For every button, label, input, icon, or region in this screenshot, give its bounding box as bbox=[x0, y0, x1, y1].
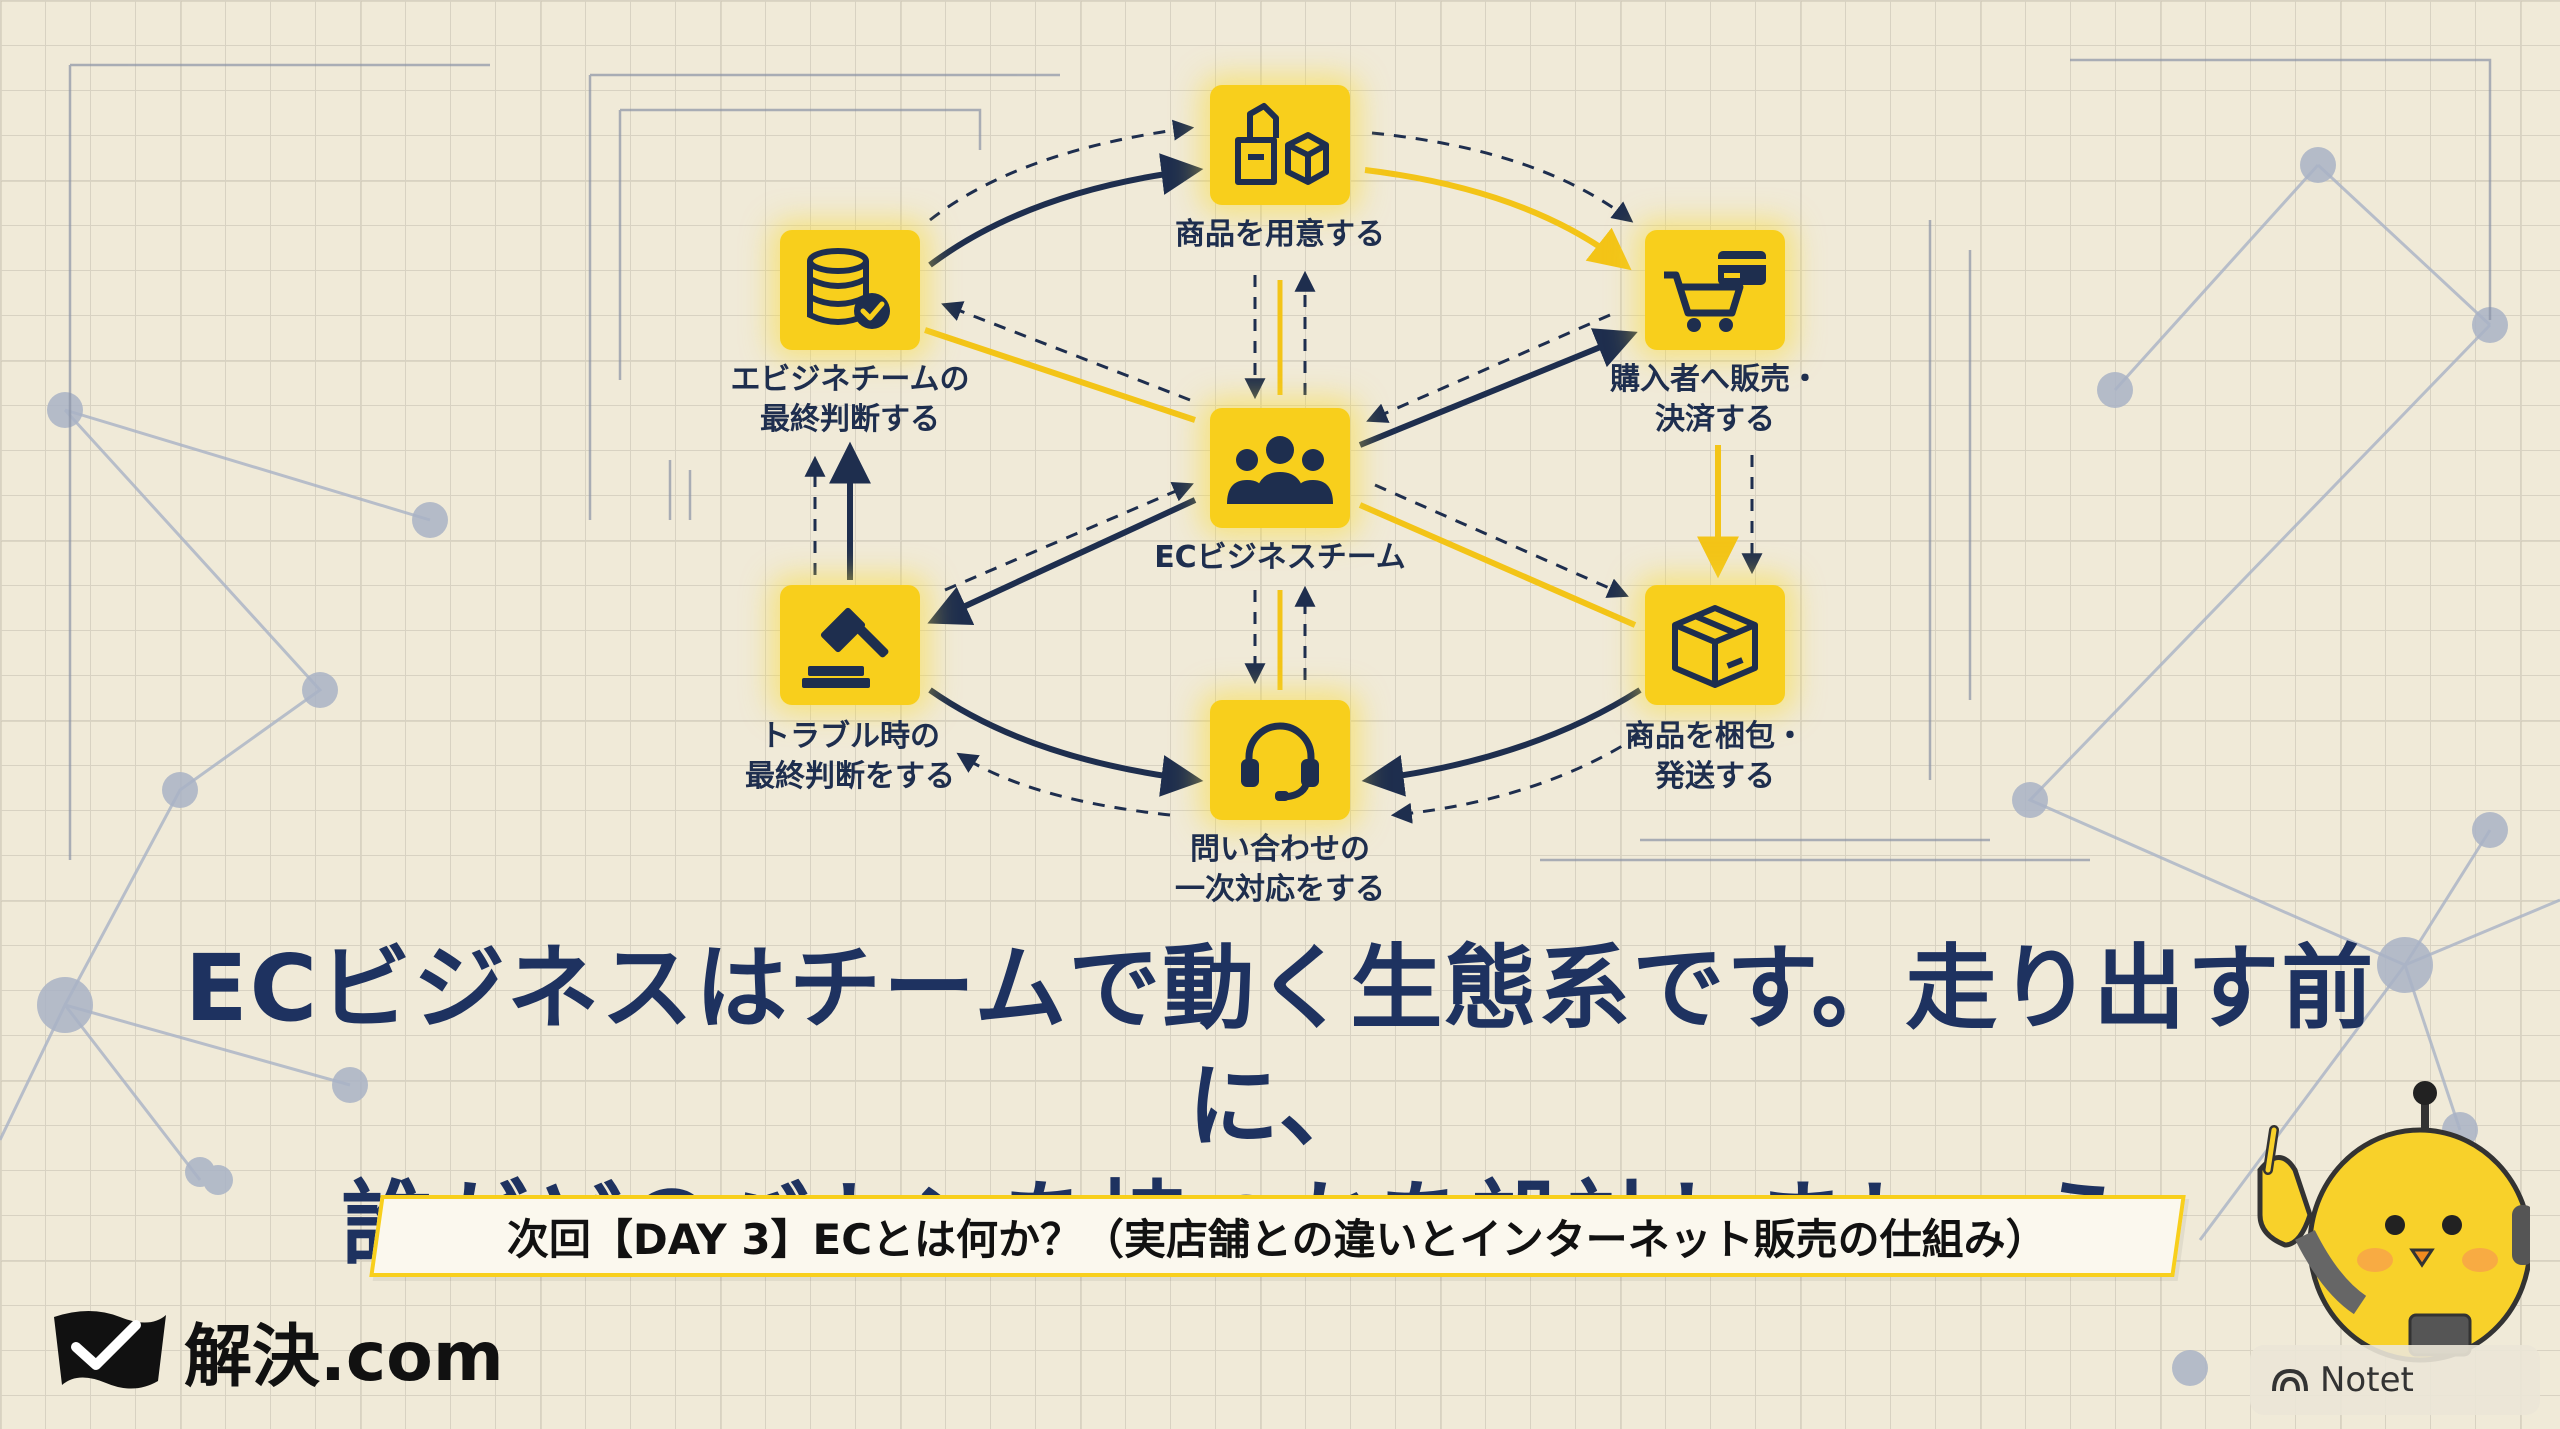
node-prepare-icon-box bbox=[1210, 85, 1350, 205]
database-check-icon bbox=[807, 248, 890, 329]
node-sell-icon-box bbox=[1645, 230, 1785, 350]
cart-card-icon bbox=[1664, 251, 1766, 332]
gavel-icon bbox=[802, 607, 889, 688]
node-team-label: ECビジネスチーム bbox=[1154, 540, 1406, 575]
notebook-badge[interactable]: Notet bbox=[2250, 1345, 2540, 1415]
notebook-icon bbox=[2272, 1368, 2308, 1392]
brand-logo: 解決.com bbox=[50, 1300, 504, 1400]
people-group-icon bbox=[1227, 436, 1333, 504]
node-sell-label: 購入者へ販売・ 決済する bbox=[1610, 362, 1820, 437]
node-inquiry-icon-box bbox=[1210, 700, 1350, 820]
notebook-badge-text: Notet bbox=[2320, 1360, 2414, 1400]
node-team-icon-box bbox=[1210, 408, 1350, 528]
node-trouble-label: トラブル時の 最終判断をする bbox=[745, 719, 955, 794]
node-trouble-icon-box bbox=[780, 585, 920, 705]
node-decide-icon-box bbox=[780, 230, 920, 350]
headline-line-1: ECビジネスはチームで動く生態系です。走り出す前に、 bbox=[184, 935, 2376, 1160]
node-decide-label: エビジネチームの 最終判断する bbox=[730, 362, 970, 437]
next-episode-text: 次回【DAY 3】ECとは何か？（実店舗との違いとインターネット販売の仕組み） bbox=[507, 1214, 2048, 1264]
chick-robot-mascot-icon bbox=[2257, 1081, 2530, 1363]
shelf-boxes-icon bbox=[1235, 103, 1329, 185]
node-ship-label: 商品を梱包・ 発送する bbox=[1625, 719, 1805, 794]
node-inquiry-label: 問い合わせの 一次対応をする bbox=[1175, 832, 1385, 907]
next-episode-banner: 次回【DAY 3】ECとは何か？（実店舗との違いとインターネット販売の仕組み） bbox=[369, 1195, 2186, 1277]
brand-logo-text: 解決.com bbox=[184, 1317, 504, 1397]
node-ship-icon-box bbox=[1645, 585, 1785, 705]
flag-check-icon bbox=[54, 1311, 166, 1389]
package-icon bbox=[1672, 605, 1758, 688]
headset-icon bbox=[1241, 722, 1319, 801]
node-prepare-label: 商品を用意する bbox=[1175, 217, 1385, 252]
